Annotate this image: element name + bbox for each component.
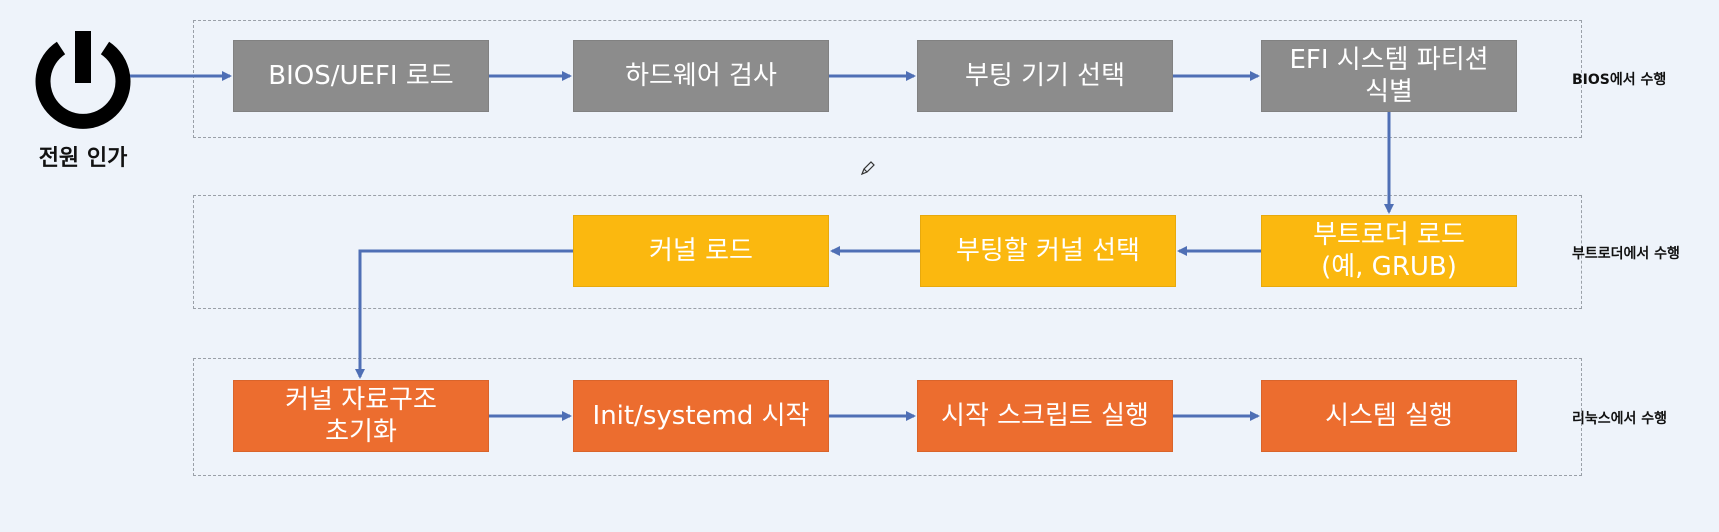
group-label-bootloader: 부트로더에서 수행	[1572, 246, 1680, 262]
group-box-bios	[193, 20, 1582, 138]
group-label-linux: 리눅스에서 수행	[1572, 411, 1668, 427]
step-kernel-datastructure-init: 커널 자료구조 초기화	[233, 380, 489, 452]
step-kernel-select: 부팅할 커널 선택	[920, 215, 1176, 287]
step-startup-script-run: 시작 스크립트 실행	[917, 380, 1173, 452]
step-boot-device-select: 부팅 기기 선택	[917, 40, 1173, 112]
power-label: 전원 인가	[38, 146, 128, 171]
group-box-bootloader	[193, 195, 1582, 309]
power-icon	[35, 31, 131, 129]
step-system-run: 시스템 실행	[1261, 380, 1517, 452]
group-label-bios: BIOS에서 수행	[1572, 72, 1667, 88]
step-hardware-check: 하드웨어 검사	[573, 40, 829, 112]
step-kernel-load: 커널 로드	[573, 215, 829, 287]
step-bios-uefi-load: BIOS/UEFI 로드	[233, 40, 489, 112]
step-bootloader-load: 부트로더 로드 (예, GRUB)	[1261, 215, 1517, 287]
step-efi-partition-identify: EFI 시스템 파티션 식별	[1261, 40, 1517, 112]
step-init-systemd-start: Init/systemd 시작	[573, 380, 829, 452]
arrow-kernelload-to-datainit	[355, 249, 573, 379]
group-box-linux	[193, 358, 1582, 476]
pencil-icon	[860, 161, 875, 176]
